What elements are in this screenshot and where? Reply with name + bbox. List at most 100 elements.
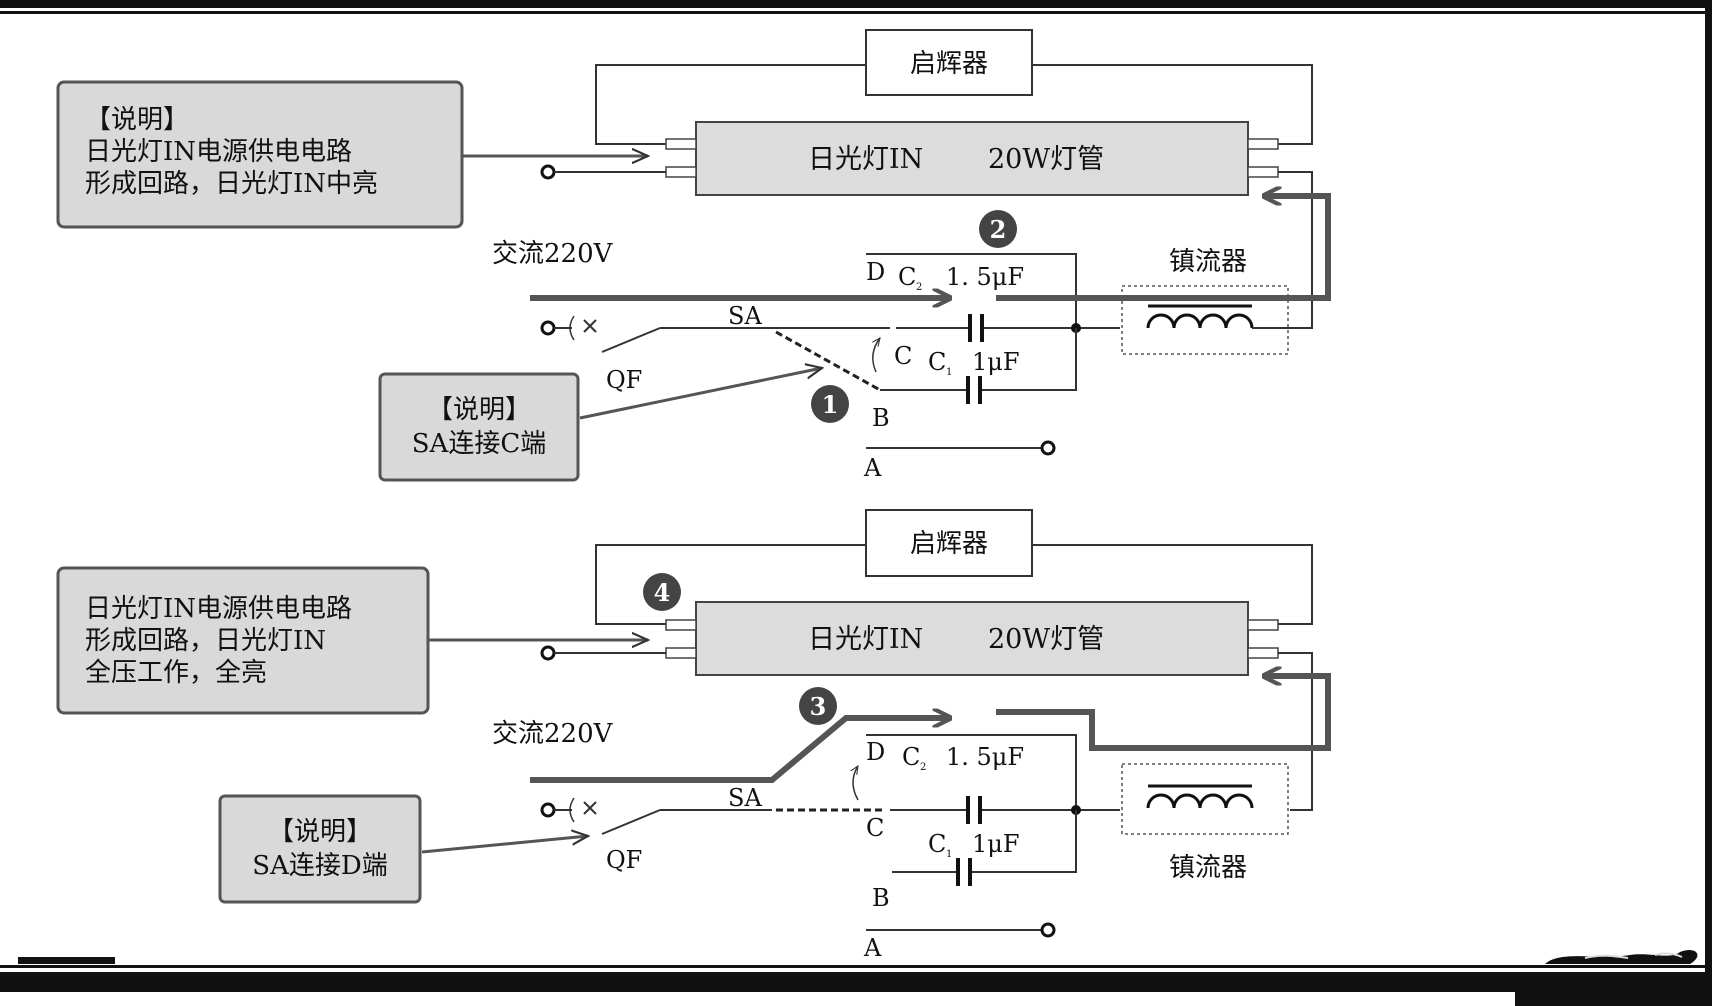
top-badge-1-label: 1 bbox=[822, 390, 839, 419]
bottom-c1-name: C bbox=[928, 830, 946, 858]
bottom-ballast-label: 镇流器 bbox=[1169, 853, 1247, 883]
bottom-note-line2: 形成回路，日光灯IN bbox=[85, 626, 326, 656]
bottom-sa-note-pointer bbox=[421, 836, 588, 854]
bottom-c1-wire-right bbox=[972, 810, 1077, 873]
top-qf-mark bbox=[569, 315, 575, 341]
bottom-starter-box bbox=[865, 509, 1033, 577]
bottom-c1-sub: 1 bbox=[946, 849, 952, 860]
top-badge-2-label: 2 bbox=[990, 215, 1007, 244]
bottom-ac-label: 交流220V bbox=[492, 719, 614, 749]
top-terminal bbox=[540, 320, 556, 336]
bottom-current-arrow bbox=[530, 718, 950, 783]
top-wire-right bbox=[1278, 171, 1313, 329]
top-tube-pin bbox=[1247, 166, 1279, 178]
bottom-qf-label: QF bbox=[606, 846, 642, 874]
bottom-note-line1: 日光灯IN电源供电电路 bbox=[85, 594, 352, 624]
top-note-box: 【说明】 日光灯IN电源供电电路 形成回路，日光灯IN中亮 bbox=[56, 80, 464, 229]
top-c1-value: 1μF bbox=[972, 348, 1020, 376]
bottom-tube-pin bbox=[1247, 647, 1279, 659]
bottom-tube-name: 日光灯IN bbox=[808, 624, 923, 655]
bottom-terminal-b: B bbox=[872, 884, 890, 912]
top-ballast-label: 镇流器 bbox=[1169, 247, 1247, 277]
top-tube-pin bbox=[665, 166, 697, 178]
bottom-c1-value: 1μF bbox=[972, 830, 1020, 858]
bottom-terminal-a: A bbox=[863, 934, 882, 962]
top-sa-swing bbox=[873, 338, 880, 373]
bottom-tube-pin bbox=[665, 647, 697, 659]
bottom-badge-3: 3 bbox=[799, 687, 837, 725]
top-terminal bbox=[1040, 440, 1056, 456]
bottom-terminal bbox=[540, 802, 556, 818]
top-tube-name: 日光灯IN bbox=[808, 144, 923, 175]
bottom-ballast-coil bbox=[1146, 793, 1254, 809]
bottom-qf-mark bbox=[569, 797, 575, 823]
top-sa-note-line1: SA连接C端 bbox=[412, 429, 546, 459]
bottom-qf-x bbox=[583, 801, 597, 815]
top-d-wire bbox=[866, 253, 1077, 328]
bottom-terminal-c: C bbox=[866, 814, 884, 842]
bottom-sa-note-line1: SA连接D端 bbox=[252, 851, 387, 881]
top-terminal-c: C bbox=[894, 342, 912, 370]
bottom-ballast-box bbox=[1121, 763, 1289, 835]
bottom-tube-pin bbox=[665, 619, 697, 631]
top-c2-name: C bbox=[898, 263, 916, 291]
top-badge-2: 2 bbox=[979, 210, 1017, 248]
top-c2-sub: 2 bbox=[916, 282, 922, 293]
bottom-current-return bbox=[996, 676, 1331, 751]
top-starter-wire bbox=[595, 64, 866, 145]
top-ac-label: 交流220V bbox=[492, 239, 614, 269]
bottom-note-line3: 全压工作，全亮 bbox=[85, 658, 267, 688]
bottom-c2-value: 1. 5μF bbox=[946, 743, 1024, 771]
top-qf-x bbox=[583, 319, 597, 333]
bottom-tube bbox=[695, 601, 1249, 676]
top-starter-wire-right bbox=[1032, 64, 1313, 145]
top-terminal-d: D bbox=[866, 258, 885, 286]
bottom-starter-wire-right bbox=[1032, 544, 1313, 625]
bottom-starter-label: 启辉器 bbox=[910, 529, 988, 559]
bottom-tube-spec: 20W灯管 bbox=[988, 624, 1104, 655]
top-badge-1: 1 bbox=[811, 385, 849, 423]
top-current-return bbox=[996, 196, 1331, 301]
top-c2-value: 1. 5μF bbox=[946, 263, 1024, 291]
bottom-qf-switch bbox=[601, 809, 661, 835]
top-ballast-box bbox=[1121, 285, 1289, 355]
top-sa-note-header: 【说明】 bbox=[427, 395, 531, 425]
bottom-badge-4: 4 bbox=[643, 573, 681, 611]
bottom-sa-note-header: 【说明】 bbox=[268, 817, 372, 847]
top-tube-pin bbox=[1247, 138, 1279, 150]
bottom-badge-3-label: 3 bbox=[810, 692, 827, 721]
bottom-sa-note-box: 【说明】 SA连接D端 bbox=[218, 794, 422, 904]
bottom-d-wire bbox=[866, 734, 1077, 810]
top-starter-box bbox=[865, 29, 1033, 96]
bottom-terminal bbox=[540, 645, 556, 661]
top-c1-name: C bbox=[928, 348, 946, 376]
top-note-line2: 形成回路，日光灯IN中亮 bbox=[85, 169, 378, 199]
top-tube-spec: 20W灯管 bbox=[988, 144, 1104, 175]
top-ballast-coil bbox=[1146, 313, 1254, 329]
bottom-note-box: 日光灯IN电源供电电路 形成回路，日光灯IN 全压工作，全亮 bbox=[56, 566, 430, 715]
top-terminal-b: B bbox=[872, 404, 890, 432]
top-tube-pin bbox=[665, 138, 697, 150]
bottom-wire-right bbox=[1278, 652, 1313, 811]
top-terminal bbox=[540, 164, 556, 180]
top-starter-label: 启辉器 bbox=[910, 49, 988, 79]
top-diagram: 【说明】 日光灯IN电源供电电路 形成回路，日光灯IN中亮 启辉器 日光灯IN … bbox=[56, 29, 1331, 482]
top-tube bbox=[695, 121, 1249, 196]
bottom-badge-4-label: 4 bbox=[654, 578, 671, 607]
top-terminal-a: A bbox=[863, 454, 882, 482]
bottom-terminal bbox=[1040, 922, 1056, 938]
top-qf-label: QF bbox=[606, 366, 642, 394]
top-qf-switch bbox=[601, 327, 661, 353]
top-c1-sub: 1 bbox=[946, 367, 952, 378]
bottom-c2-sub: 2 bbox=[920, 762, 926, 773]
top-note-header: 【说明】 bbox=[85, 105, 189, 135]
bottom-c2-name: C bbox=[902, 743, 920, 771]
top-sa-note-box: 【说明】 SA连接C端 bbox=[378, 372, 580, 482]
top-sa-label: SA bbox=[728, 302, 762, 330]
top-sa-dashed bbox=[775, 330, 881, 392]
bottom-terminal-d: D bbox=[866, 738, 885, 766]
bottom-tube-pin bbox=[1247, 619, 1279, 631]
bottom-sa-swing bbox=[853, 766, 858, 801]
